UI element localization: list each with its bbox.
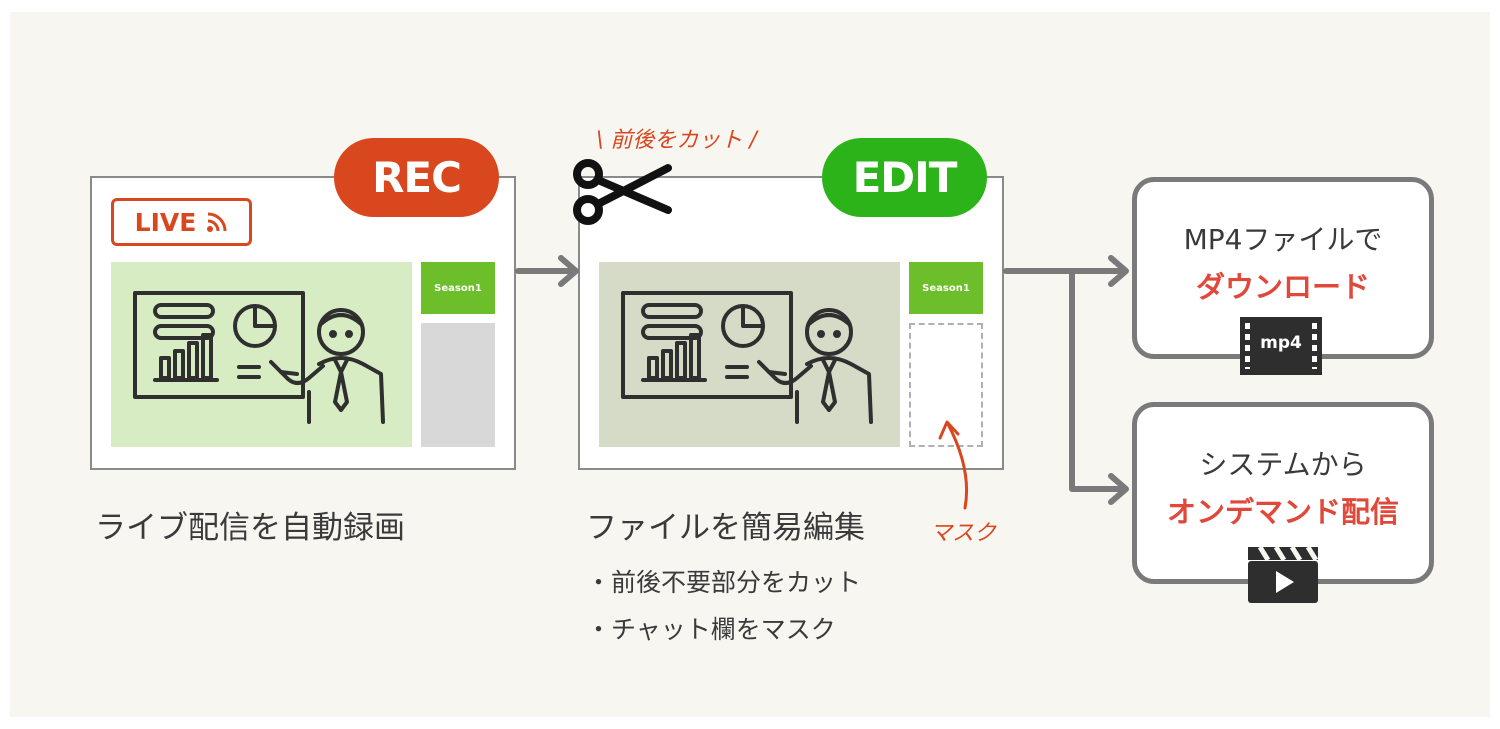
rec-season-label: Season1 [421, 262, 495, 314]
edit-badge: EDIT [822, 138, 987, 217]
mask-pointer-arrow [946, 422, 969, 510]
presenter-illustration [133, 291, 385, 424]
rec-caption: ライブ配信を自動録画 [95, 510, 405, 546]
broadcast-icon [207, 212, 227, 232]
output-download-line2: ダウンロード [1195, 270, 1370, 304]
rec-to-edit-arrow [515, 255, 579, 287]
edit-caption: ファイルを簡易編集 [586, 510, 865, 546]
edit-to-outputs-arrow [1003, 255, 1129, 505]
presenter-illustration [621, 291, 873, 424]
mask-pointer-arrowhead [938, 420, 960, 440]
cut-note: \ 前後をカット / [596, 128, 757, 153]
mp4-film-holes-right [1312, 323, 1317, 369]
rec-badge: REC [334, 138, 499, 217]
output-ondemand-line1: システムから [1199, 448, 1367, 481]
edit-season-label: Season1 [909, 262, 983, 314]
edit-bullet: ・チャット欄をマスク [586, 615, 836, 644]
rec-video-screen [111, 262, 412, 447]
live-badge: LIVE [111, 198, 252, 246]
edit-video-screen [599, 262, 900, 447]
mp4-file-icon: mp4 [1240, 317, 1322, 375]
mask-note: マスク [930, 521, 997, 546]
live-label: LIVE [134, 207, 197, 237]
output-download-line1: MP4ファイルで [1183, 223, 1383, 256]
output-ondemand-line2: オンデマンド配信 [1166, 495, 1399, 529]
clapperboard-icon [1248, 545, 1319, 603]
edit-bullet: ・前後不要部分をカット [586, 568, 862, 597]
scissors-icon [573, 159, 672, 225]
mp4-icon-label: mp4 [1260, 333, 1302, 353]
mp4-film-holes-left [1245, 323, 1250, 369]
rec-chat-column [421, 323, 495, 447]
